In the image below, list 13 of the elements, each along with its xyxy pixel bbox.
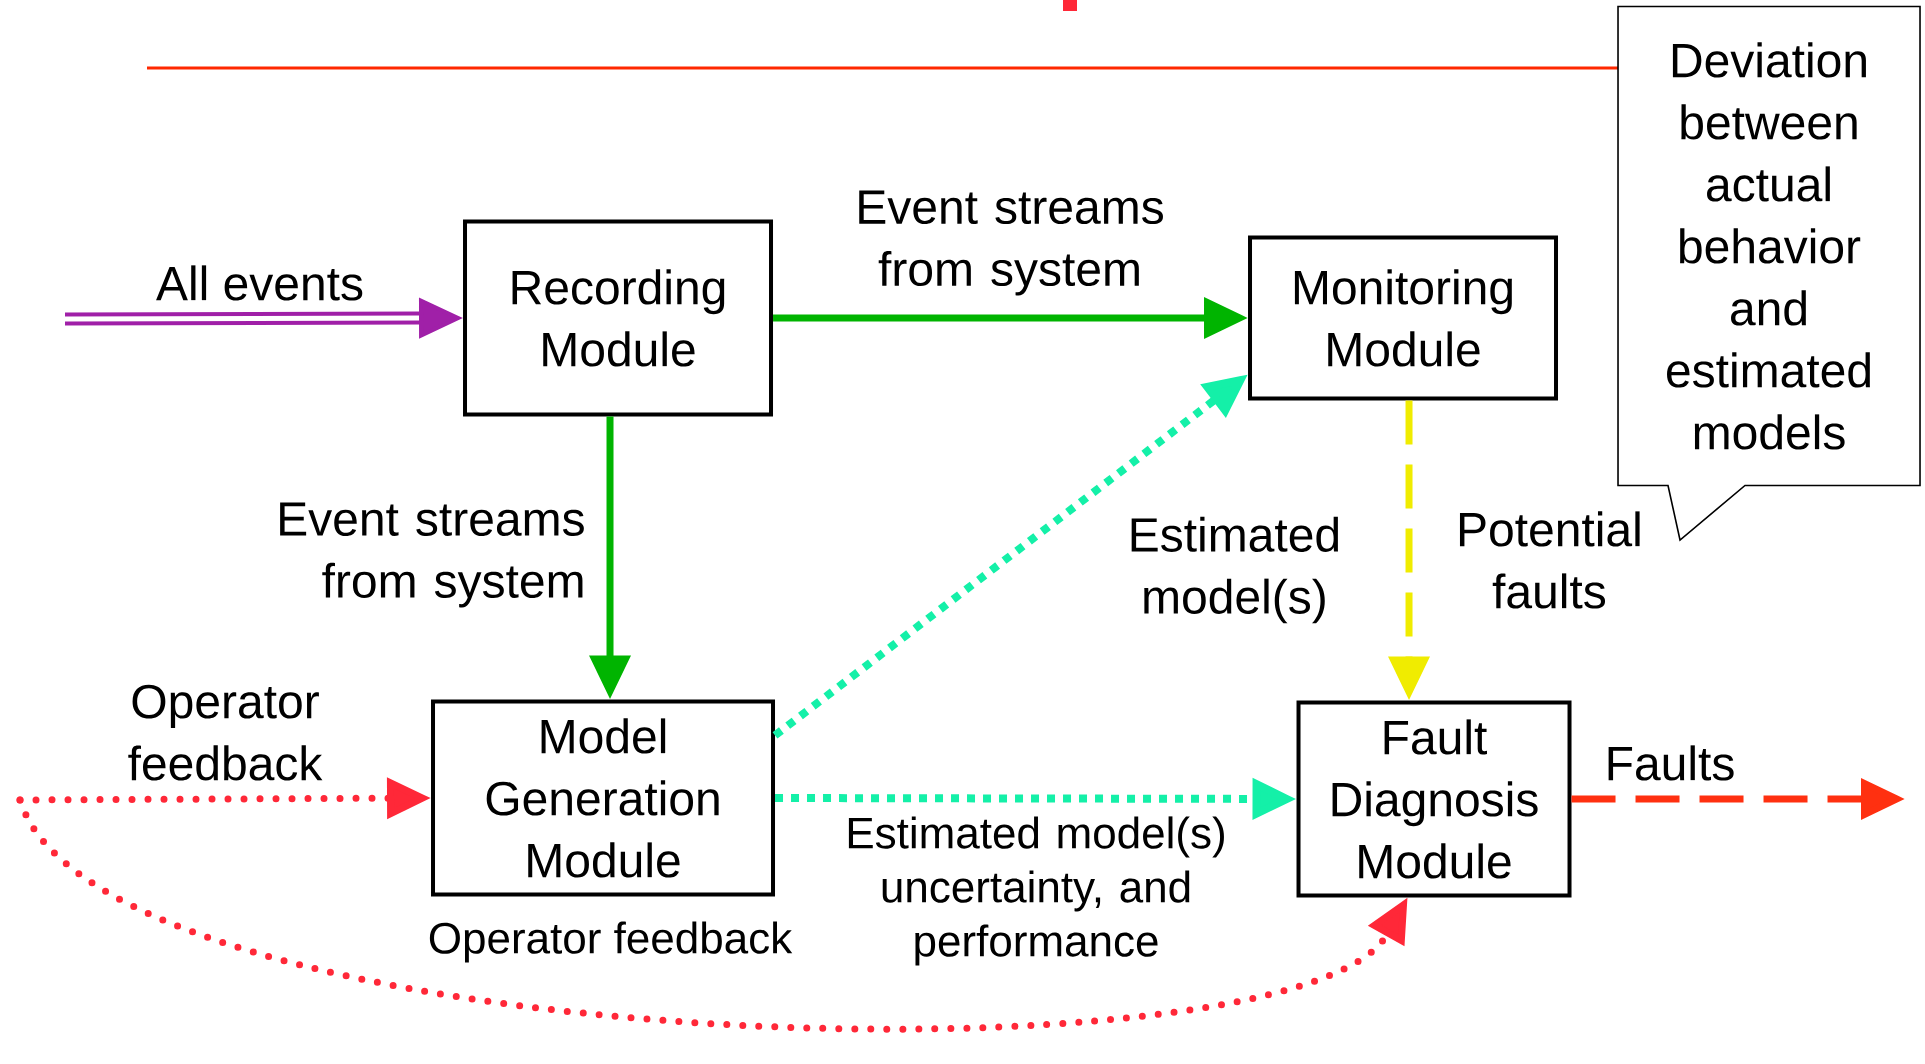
- module-box: Fault Diagnosis Module: [1296, 700, 1572, 898]
- module-box: Model Generation Module: [431, 699, 775, 897]
- edge-label: Event streams from system: [280, 502, 584, 608]
- module-box: Monitoring Module: [1248, 235, 1558, 401]
- edge-label: All events: [156, 265, 363, 301]
- edge-label: Event streams from system: [859, 190, 1163, 296]
- edge-label: Operator feedback: [128, 684, 323, 781]
- edge-label: Estimated model(s): [1131, 516, 1338, 624]
- edge-label: Potential faults: [1459, 511, 1640, 609]
- edge-label: Estimated model(s) uncertainty, and performance: [848, 816, 1224, 966]
- module-box: Recording Module: [463, 219, 773, 417]
- edge-label: Operator feedback: [429, 921, 793, 963]
- edge-label: Faults: [1608, 745, 1734, 781]
